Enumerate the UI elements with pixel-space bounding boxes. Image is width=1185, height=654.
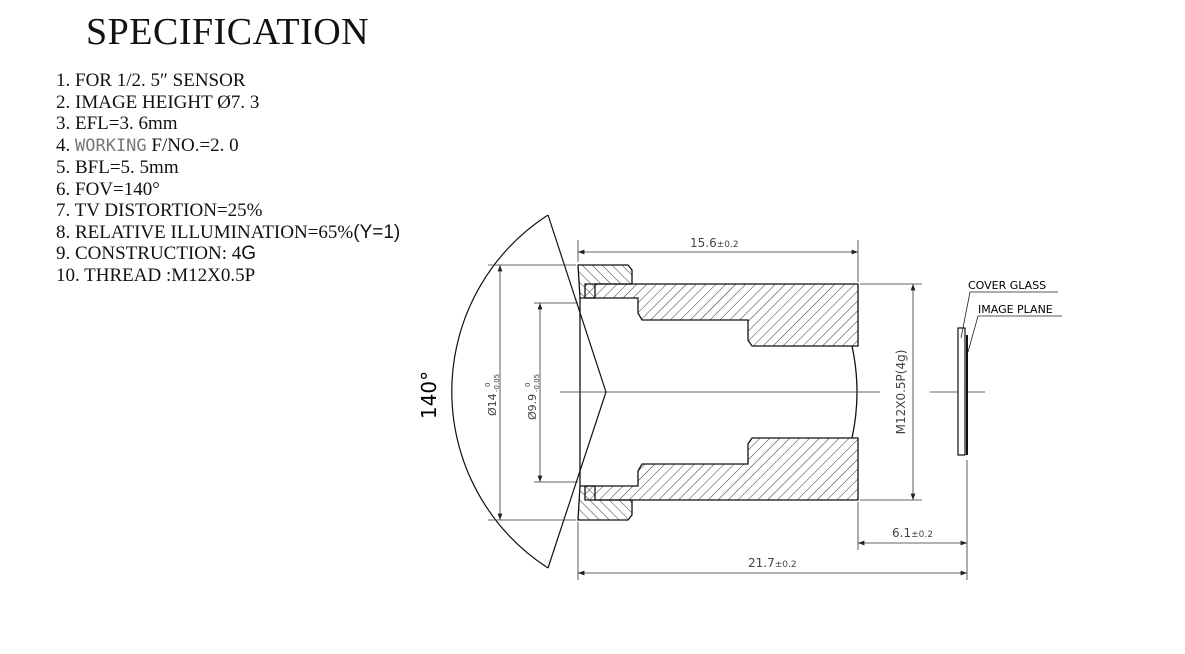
svg-text:Ø14: Ø14: [486, 393, 499, 416]
thread-label: M12X0.5P(4g): [894, 350, 908, 435]
spec-item: 6. FOV=140°: [56, 178, 160, 200]
spec-item: 4. WORKING F/NO.=2. 0: [56, 134, 239, 156]
dim-inner-dia: Ø9.9 0 -0.05: [524, 374, 541, 420]
cover-glass: [957, 327, 966, 456]
spec-item: 7. TV DISTORTION=25%: [56, 200, 263, 221]
spec-item: 10. THREAD :M12X0.5P: [56, 264, 256, 286]
spec-item: 2. IMAGE HEIGHT Ø7. 3: [56, 91, 260, 113]
dim-back: 6.1±0.2: [892, 526, 933, 540]
svg-text:-0.05: -0.05: [493, 374, 501, 392]
dim-outer-dia: Ø14 0 -0.05: [484, 374, 501, 416]
dim-total: 21.7±0.2: [748, 556, 797, 570]
page-title: SPECIFICATION: [86, 11, 370, 53]
svg-text:0: 0: [484, 383, 492, 387]
svg-text:Ø9.9: Ø9.9: [526, 394, 539, 420]
spec-item: 5. BFL=5. 5mm: [56, 157, 179, 178]
spec-item: 8. RELATIVE ILLUMINATION=65%(Y=1): [56, 221, 401, 243]
image-plane-label: IMAGE PLANE: [978, 303, 1053, 316]
svg-text:-0.05: -0.05: [533, 374, 541, 392]
spec-item: 3. EFL=3. 6mm: [56, 113, 178, 134]
fov-label: 140°: [417, 371, 441, 419]
lens-barrel: [577, 264, 859, 521]
spec-item: 9. CONSTRUCTION: 4G: [56, 243, 257, 264]
cover-glass-label: COVER GLASS: [968, 279, 1046, 292]
dim-length: 15.6±0.2: [690, 236, 739, 250]
spec-list: 1. FOR 1/2. 5″ SENSOR 2. IMAGE HEIGHT Ø7…: [56, 70, 400, 286]
spec-item: 1. FOR 1/2. 5″ SENSOR: [56, 70, 246, 91]
svg-text:0: 0: [524, 383, 532, 387]
